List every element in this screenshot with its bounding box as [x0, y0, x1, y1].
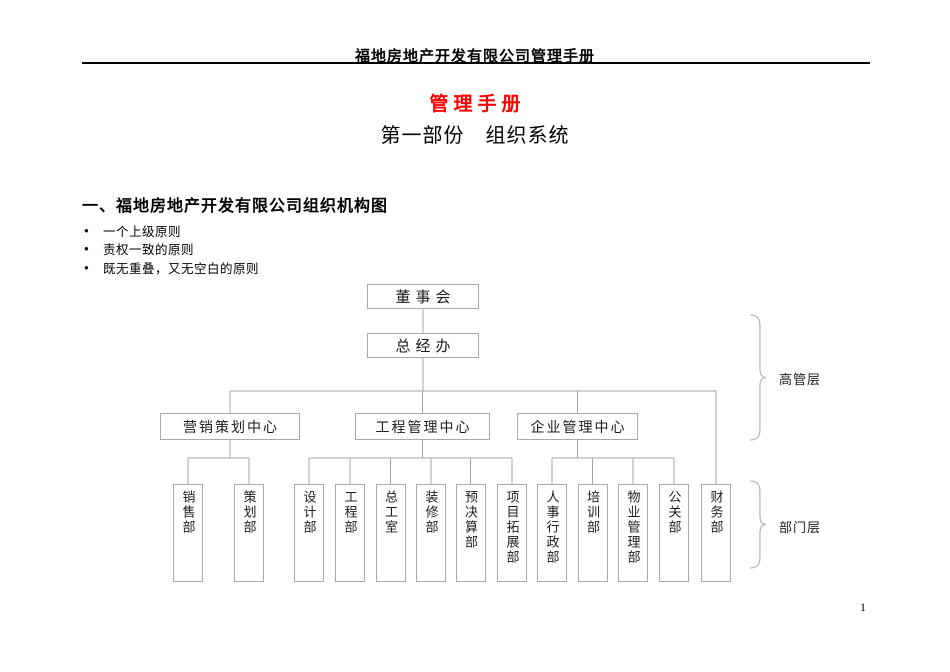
page-number: 1	[860, 600, 866, 614]
org-dept-label: 工程部	[342, 490, 358, 535]
org-dept-box: 工程部	[335, 484, 365, 582]
org-node-board: 董事会	[367, 284, 479, 309]
org-dept-label: 财务部	[708, 490, 724, 535]
principle-text: 既无重叠，又无空白的原则	[103, 261, 260, 276]
org-dept-label: 项目拓展部	[504, 490, 520, 565]
org-dept-box: 销售部	[173, 484, 203, 582]
org-dept-label: 物业管理部	[625, 490, 641, 565]
principle-text: 一个上级原则	[103, 224, 182, 239]
org-center-box: 企业管理中心	[517, 413, 638, 440]
org-dept-box: 公关部	[659, 484, 689, 582]
doc-subtitle: 第一部份 组织系统	[380, 125, 570, 147]
doc-title: 管理手册	[429, 94, 526, 115]
org-dept-label: 销售部	[180, 490, 196, 535]
org-dept-label: 设计部	[301, 490, 317, 535]
org-dept-label: 培训部	[585, 490, 600, 535]
org-dept-label: 总工室	[383, 490, 398, 535]
org-dept-box: 财务部	[701, 484, 731, 582]
layer-label-department: 部门层	[779, 520, 822, 535]
org-dept-label: 预决算部	[463, 490, 478, 550]
principle-item: ● 一个上级原则	[84, 221, 259, 240]
bullet-icon: ●	[84, 225, 89, 235]
senior-layer-brace	[749, 314, 767, 441]
principle-text: 责权一致的原则	[103, 243, 195, 258]
org-dept-box: 物业管理部	[618, 484, 648, 582]
org-dept-label: 策划部	[241, 490, 257, 535]
bullet-icon: ●	[84, 262, 89, 272]
org-dept-box: 人事行政部	[537, 484, 567, 582]
org-dept-box: 设计部	[294, 484, 324, 582]
header-title: 福地房地产开发有限公司管理手册	[354, 48, 595, 65]
section-heading: 一、福地房地产开发有限公司组织机构图	[82, 198, 389, 215]
org-center-box: 营销策划中心	[160, 413, 300, 440]
header-rule	[82, 62, 870, 64]
department-layer-brace	[749, 480, 767, 569]
org-node-gm-office: 总经办	[367, 333, 479, 358]
org-dept-box: 总工室	[375, 484, 406, 582]
principles-list: ● 一个上级原则 ● 责权一致的原则 ● 既无重叠，又无空白的原则	[84, 221, 259, 277]
org-dept-box: 策划部	[234, 484, 264, 582]
org-dept-label: 人事行政部	[544, 490, 560, 565]
org-dept-box: 项目拓展部	[497, 484, 527, 582]
layer-label-senior: 高管层	[779, 372, 822, 387]
principle-item: ● 责权一致的原则	[84, 240, 259, 259]
bullet-icon: ●	[84, 244, 89, 254]
org-dept-box: 预决算部	[455, 484, 486, 582]
org-dept-label: 公关部	[666, 490, 682, 535]
org-dept-box: 装修部	[416, 484, 446, 582]
org-dept-box: 培训部	[577, 484, 608, 582]
org-dept-label: 装修部	[423, 490, 439, 535]
org-center-box: 工程管理中心	[355, 413, 490, 440]
principle-item: ● 既无重叠，又无空白的原则	[84, 258, 259, 277]
